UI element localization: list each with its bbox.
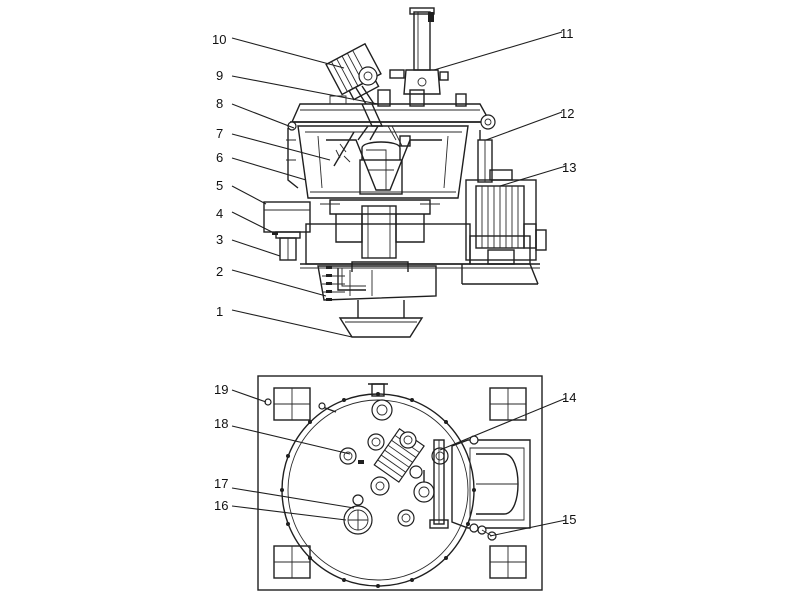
base-housing xyxy=(317,261,437,301)
callout-15: 15 xyxy=(562,512,576,527)
motor-bracket-plan xyxy=(451,435,531,541)
callout-17: 17 xyxy=(214,476,228,491)
callout-3: 3 xyxy=(216,232,223,247)
discharge-cylinder xyxy=(389,7,449,95)
lid-hinge-arm xyxy=(477,114,496,183)
circular-casing xyxy=(280,383,476,588)
callout-8: 8 xyxy=(216,96,223,111)
callout-2: 2 xyxy=(216,264,223,279)
top-components xyxy=(339,399,449,535)
side-discharge-outlet xyxy=(263,201,311,261)
bearing-housing xyxy=(320,199,440,259)
callout-13: 13 xyxy=(562,160,576,175)
callout-1: 1 xyxy=(216,304,223,319)
front-elevation-view xyxy=(231,7,567,338)
callout-7: 7 xyxy=(216,126,223,141)
callout-18: 18 xyxy=(214,416,228,431)
callout-16: 16 xyxy=(214,498,228,513)
callout-19: 19 xyxy=(214,382,228,397)
callout-6: 6 xyxy=(216,150,223,165)
callout-10: 10 xyxy=(212,32,226,47)
top-plan-view xyxy=(231,375,567,591)
basket-bowl xyxy=(297,125,469,199)
callout-12: 12 xyxy=(560,106,574,121)
feed-pipe xyxy=(357,103,411,147)
top-cover xyxy=(290,89,494,123)
callout-14: 14 xyxy=(562,390,576,405)
callout-labels: 1 2 3 4 5 6 7 8 9 10 11 12 13 14 15 16 1… xyxy=(212,26,576,527)
callout-5: 5 xyxy=(216,178,223,193)
left-shell-details xyxy=(286,121,299,189)
callout-11: 11 xyxy=(560,26,574,41)
callout-9: 9 xyxy=(216,68,223,83)
callout-leaders-plan xyxy=(231,389,567,537)
anchor-pads xyxy=(273,387,527,579)
bottom-discharge-hopper xyxy=(338,300,424,338)
base-plate xyxy=(257,375,543,591)
callout-leaders-front xyxy=(231,31,567,338)
callout-4: 4 xyxy=(216,206,223,221)
scraper-motor xyxy=(325,42,382,105)
